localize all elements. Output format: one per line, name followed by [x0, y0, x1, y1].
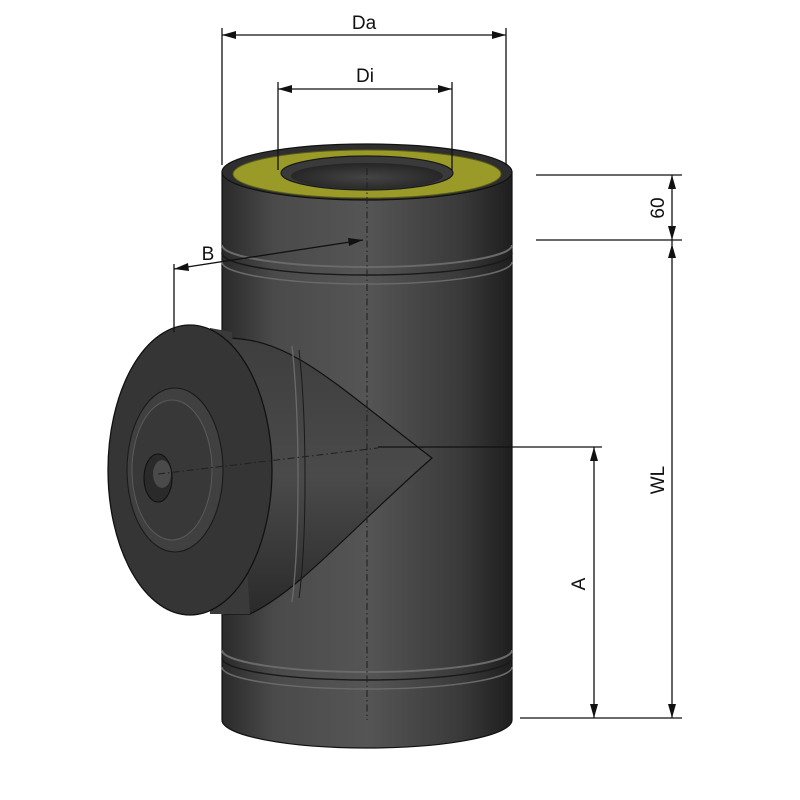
- di-label: Di: [356, 66, 374, 87]
- dimension-60: 60: [536, 174, 682, 241]
- wl-label: WL: [648, 466, 669, 495]
- a-label: A: [569, 577, 590, 590]
- b-label: B: [202, 244, 215, 265]
- dimension-a: A: [378, 446, 602, 718]
- dimension-wl: WL: [520, 240, 682, 719]
- dimension-di: Di: [277, 66, 453, 170]
- dimension-b: B: [173, 238, 364, 332]
- dimension-da: Da: [221, 13, 507, 165]
- sixty-label: 60: [648, 197, 669, 218]
- branch-center-axis: [157, 447, 379, 475]
- da-label: Da: [352, 13, 377, 34]
- inner-flue-opening: [291, 163, 443, 189]
